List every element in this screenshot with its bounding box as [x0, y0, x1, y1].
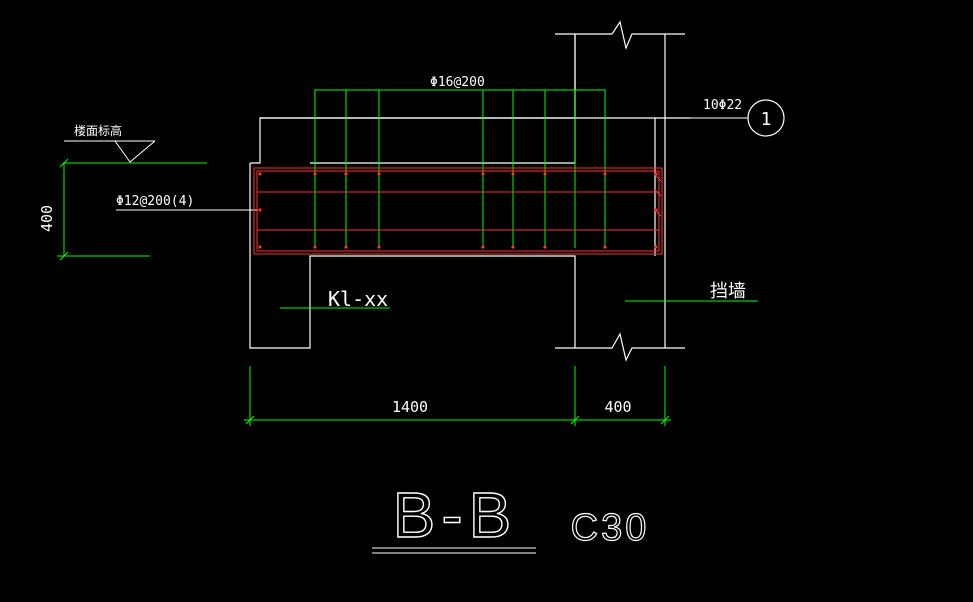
- top-rebar: [314, 89, 606, 248]
- concrete-grade-label: C30: [571, 507, 650, 549]
- rebar-dots: [258, 172, 658, 249]
- height-dim-label: 400: [38, 205, 56, 232]
- grid-marker: 1 10Φ22: [665, 98, 785, 137]
- height-dimension: 400: [38, 158, 150, 261]
- dim-width-main: 1400: [392, 398, 428, 416]
- beam-tag-label: Kl-xx: [328, 287, 388, 311]
- beam-tag: Kl-xx: [280, 287, 390, 311]
- wall-label: 挡墙: [710, 281, 746, 302]
- stirrup-callout: Φ12@200(4): [116, 194, 258, 211]
- section-title: B-B C30: [372, 478, 650, 554]
- side-rebar-label: 10Φ22: [703, 98, 742, 113]
- floor-level-label: 楼面标高: [74, 123, 122, 138]
- top-rebar-label: Φ16@200: [430, 75, 485, 90]
- concrete-outline: [249, 20, 690, 362]
- wall-callout: 挡墙: [625, 281, 758, 302]
- section-title-label: B-B: [393, 479, 518, 551]
- floor-level-marker: 楼面标高: [63, 123, 207, 164]
- stirrup-label: Φ12@200(4): [116, 194, 194, 209]
- bottom-dimension: [244, 366, 671, 426]
- grid-marker-label: 1: [761, 109, 772, 130]
- stirrup-cage: [253, 167, 663, 255]
- dim-width-wall: 400: [604, 398, 631, 416]
